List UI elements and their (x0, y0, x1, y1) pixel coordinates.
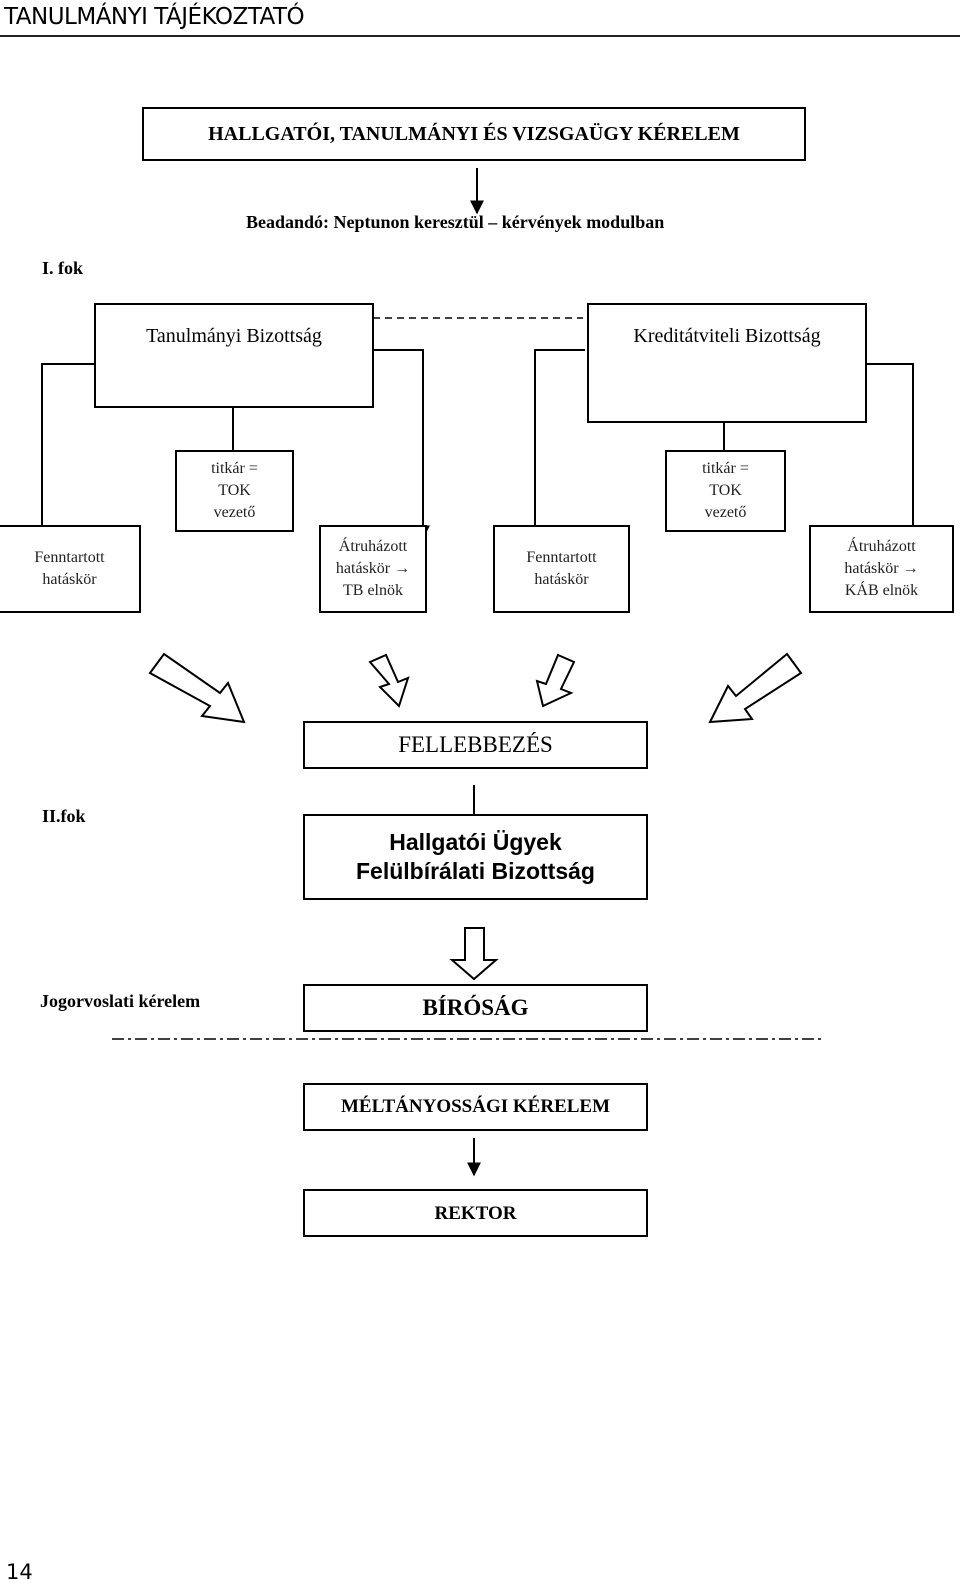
review-board-line2: Felülbírálati Bizottság (356, 858, 595, 884)
submission-note: Beadandó: Neptunon keresztül – kérvények… (246, 212, 665, 232)
credit-committee-label: Kreditátviteli Bizottság (633, 325, 821, 347)
delegated-right-line1: Átruházott (847, 538, 916, 555)
header-rule (0, 35, 960, 37)
reserved-right-line2: hatáskör (534, 571, 589, 588)
delegated-right-line3: KÁB elnök (844, 582, 919, 599)
kab-to-reserved (534, 349, 585, 525)
appeal-label: FELLEBBEZÉS (398, 732, 553, 757)
request-box-label: HALLGATÓI, TANULMÁNYI ÉS VIZSGAÜGY KÉREL… (208, 122, 740, 145)
secretary-left-line2: TOK (218, 482, 251, 499)
reserved-left-line1: Fenntartott (34, 549, 105, 566)
reserved-left-line2: hatáskör (42, 571, 97, 588)
court-box: BÍRÓSÁG (303, 984, 648, 1032)
reserved-authority-box-right: Fenntartott hatáskör (493, 525, 630, 613)
delegated-right-line2: hatáskör → (844, 560, 919, 577)
reserved-authority-box-left: Fenntartott hatáskör (0, 525, 141, 613)
delegated-left-line2: hatáskör → (335, 560, 411, 577)
secretary-right-line3: vezető (704, 504, 747, 521)
hollow-arrow-1 (148, 652, 246, 724)
appeal-box: FELLEBBEZÉS (303, 721, 648, 769)
hollow-arrow-3 (535, 653, 576, 708)
delegated-left-line1: Átruházott (338, 538, 408, 555)
review-board-box: Hallgatói Ügyek Felülbírálati Bizottság (303, 814, 648, 900)
tb-to-delegated (353, 349, 430, 540)
level-two-label: II.fok (42, 806, 86, 826)
rector-box: REKTOR (303, 1189, 648, 1237)
review-board-line1: Hallgatói Ügyek (389, 829, 562, 855)
court-label: BÍRÓSÁG (422, 995, 529, 1020)
delegated-authority-box-left: Átruházott hatáskör → TB elnök (319, 525, 427, 613)
delegated-left-line3: TB elnök (343, 582, 403, 599)
secretary-left-line1: titkár = (211, 460, 258, 477)
rector-label: REKTOR (434, 1203, 517, 1224)
request-box: HALLGATÓI, TANULMÁNYI ÉS VIZSGAÜGY KÉREL… (142, 107, 806, 161)
legal-remedy-label: Jogorvoslati kérelem (40, 991, 201, 1011)
secretary-right-line1: titkár = (702, 460, 749, 477)
study-committee-box: Tanulmányi Bizottság (94, 303, 374, 408)
secretary-left-line3: vezető (213, 504, 256, 521)
level-one-label: I. fok (42, 258, 84, 278)
credit-committee-box: Kreditátviteli Bizottság (587, 303, 867, 423)
delegated-authority-box-right: Átruházott hatáskör → KÁB elnök (809, 525, 954, 613)
equity-request-label: MÉLTÁNYOSSÁGI KÉRELEM (340, 1096, 611, 1117)
equity-request-box: MÉLTÁNYOSSÁGI KÉRELEM (303, 1083, 648, 1131)
hollow-arrow-to-court (449, 927, 499, 981)
secretary-box-right: titkár = TOK vezető (665, 450, 786, 532)
reserved-right-line1: Fenntartott (526, 549, 597, 566)
study-committee-label: Tanulmányi Bizottság (146, 325, 322, 347)
secretary-right-line2: TOK (709, 482, 742, 499)
page-number: 14 (6, 1560, 33, 1584)
hollow-arrow-4 (708, 652, 803, 724)
secretary-box-left: titkár = TOK vezető (175, 450, 294, 532)
hollow-arrow-2 (368, 653, 410, 708)
kab-to-delegated (862, 363, 920, 540)
page-header-title: TANULMÁNYI TÁJÉKOZTATÓ (4, 4, 305, 30)
